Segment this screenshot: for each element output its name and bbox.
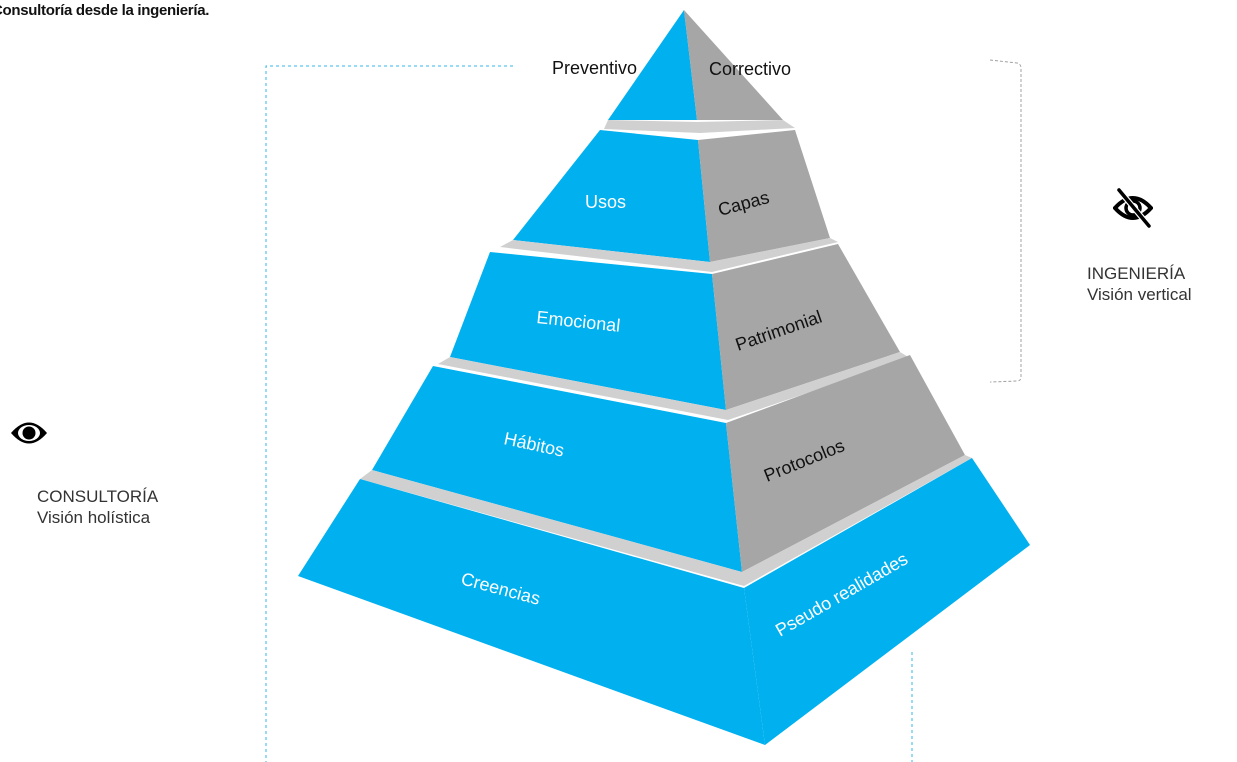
tier-1-right-face <box>684 10 783 120</box>
tier-4-left-face <box>372 366 742 572</box>
tier-5-right-face <box>744 458 1030 745</box>
consultoria-label: CONSULTORÍA Visión holística <box>37 486 158 528</box>
diagram-title: Consultoría desde la ingeniería. <box>0 2 210 19</box>
tier-ledge-2 <box>500 238 838 272</box>
tier-1-right-label: Correctivo <box>709 59 791 79</box>
tier-1-left-face <box>608 10 697 120</box>
tier-2-left-face <box>513 130 710 262</box>
tier-2-right-face <box>698 130 830 262</box>
ingenieria-heading: INGENIERÍA <box>1087 264 1186 283</box>
consultoria-subheading: Visión holística <box>37 508 151 527</box>
consultoria-bracket <box>265 65 513 762</box>
tier-1-left-label: Preventivo <box>552 58 637 78</box>
tier-2-left-label: Usos <box>585 192 626 212</box>
eye-icon <box>10 418 48 453</box>
tier-3-right-face <box>712 244 900 410</box>
tier-4-right-face <box>726 355 965 572</box>
tier-ledge-4 <box>360 455 972 586</box>
tier-5-left-face <box>298 479 765 745</box>
ingenieria-subheading: Visión vertical <box>1087 285 1192 304</box>
tier-ledge-1 <box>604 120 795 133</box>
tier-3-left-face <box>450 252 726 410</box>
ingenieria-bracket <box>989 59 1022 383</box>
consultoria-heading: CONSULTORÍA <box>37 487 159 506</box>
eye-slash-icon <box>1112 186 1154 235</box>
tier-ledge-3 <box>438 352 910 420</box>
ingenieria-label: INGENIERÍA Visión vertical <box>1087 263 1192 305</box>
